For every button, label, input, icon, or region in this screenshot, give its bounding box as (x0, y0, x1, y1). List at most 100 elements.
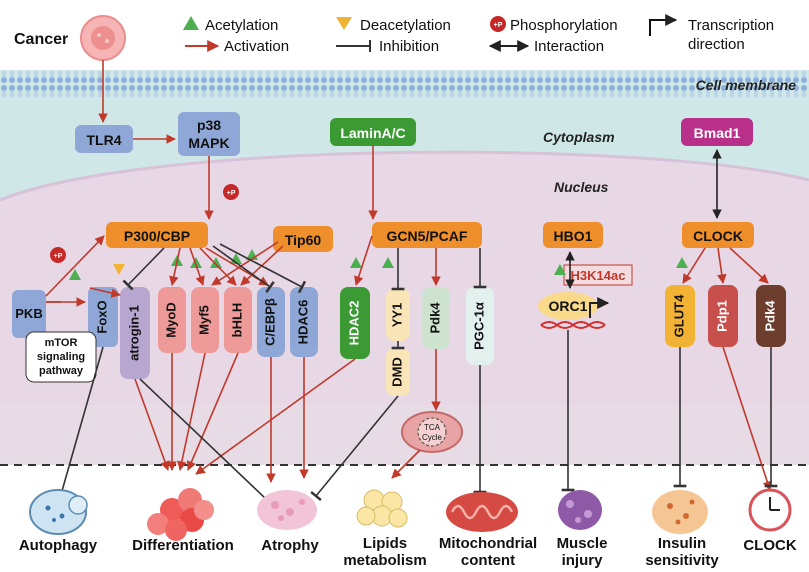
legend-phosphorylation: Phosphorylation (510, 17, 618, 34)
myod-text: MyoD (163, 302, 178, 337)
muscle-label-2: injury (562, 552, 603, 569)
autophagy-icon (29, 489, 88, 535)
inhibition-edges (53, 243, 778, 505)
yy1-node (386, 289, 410, 341)
mapk-text: MAPK (188, 135, 229, 151)
p300-cbp-node (106, 222, 208, 248)
gcn5-text: GCN5/PCAF (387, 228, 468, 244)
bmad1-text: Bmad1 (694, 125, 741, 141)
muscle-injury-icon (558, 490, 602, 530)
phospho-badge-pkb (50, 247, 66, 263)
glut4-text: GLUT4 (671, 294, 686, 337)
insulin-label-1: Insulin (658, 535, 706, 552)
mitochondria-icon (446, 492, 518, 532)
acetylation-icon (183, 16, 199, 30)
tlr4-node (75, 125, 133, 153)
tip60-text: Tip60 (285, 232, 322, 248)
pdk4-mid-node (422, 287, 450, 349)
cebpb-node (257, 287, 285, 357)
mito-label-2: content (461, 552, 515, 569)
atrophy-icon (257, 490, 317, 530)
yy1-text: YY1 (389, 303, 404, 328)
lamin-node (330, 118, 416, 146)
lipids-label-1: Lipids (363, 535, 407, 552)
hdac6-text: HDAC6 (295, 300, 310, 345)
mtor-pathway-box (25, 331, 97, 383)
bhlh-node (224, 287, 252, 353)
atrogin-node (120, 287, 150, 379)
transcription-direction-icon (649, 14, 678, 36)
glut4-node (665, 285, 695, 347)
tca-text: TCA (424, 423, 441, 432)
clock-node (682, 222, 754, 248)
myod-node (158, 287, 186, 353)
pdk4-right-text: Pdk4 (762, 300, 777, 332)
legend-activation: Activation (224, 38, 289, 55)
pgc1a-text: PGC-1α (471, 302, 486, 350)
p38-mapk-node (178, 112, 240, 156)
clock-label: CLOCK (743, 537, 796, 554)
legend-interaction: Interaction (534, 38, 604, 55)
legend: Acetylation Deacetylation +P Phosphoryla… (183, 14, 774, 55)
orc1-text: ORC1 (549, 298, 588, 314)
mtor-line1: mTOR (45, 337, 78, 349)
svg-text:+P: +P (54, 253, 63, 260)
legend-deacetylation: Deacetylation (360, 17, 451, 34)
myf5-node (191, 287, 219, 353)
tlr4-text: TLR4 (87, 132, 122, 148)
deacetylation-icon (336, 17, 352, 30)
autophagy-label: Autophagy (19, 537, 98, 554)
p300-text: P300/CBP (124, 228, 190, 244)
interaction-edges (565, 149, 722, 289)
legend-direction: direction (688, 36, 745, 53)
clock-text: CLOCK (693, 228, 743, 244)
pgc1a-node (466, 287, 494, 365)
insulin-label-2: sensitivity (645, 552, 719, 569)
deacetylation-mark (113, 264, 125, 275)
pdp1-text: Pdp1 (714, 300, 729, 332)
differentiation-label: Differentiation (132, 537, 234, 554)
legend-acetylation: Acetylation (205, 17, 278, 34)
pkb-text: PKB (15, 306, 42, 321)
atrogin-text: atrogin-1 (126, 305, 141, 361)
legend-inhibition: Inhibition (379, 38, 439, 55)
transcription-start-icon (589, 297, 610, 318)
cebpb-text: C/EBPβ (262, 298, 277, 346)
phospho-symbol: +P (494, 22, 503, 29)
hdac2-text: HDAC2 (346, 301, 361, 346)
foxo-text: FoxO (94, 300, 109, 333)
lipids-icon (356, 489, 408, 528)
pdk4-mid-text: Pdk4 (427, 302, 442, 334)
p38-text: p38 (197, 117, 221, 133)
hdac6-node (290, 287, 318, 357)
gcn5-pcaf-node (372, 222, 482, 248)
legend-transcription: Transcription (688, 17, 774, 34)
mito-label-1: Mitochondrial (439, 535, 537, 552)
svg-text:+P: +P (227, 190, 236, 197)
h3k14ac-text: H3K14ac (571, 268, 626, 283)
pdk4-right-node (756, 285, 786, 347)
tip60-node (273, 226, 333, 252)
bmad1-node (681, 118, 753, 146)
mtor-line2: signaling (37, 351, 85, 363)
mtor-line3: pathway (39, 365, 84, 377)
bhlh-text: bHLH (229, 303, 244, 338)
cell-membrane-label: Cell membrane (696, 77, 797, 93)
phosphorylation-icon (490, 16, 506, 32)
hbo1-node (543, 222, 603, 248)
insulin-sensitivity-icon (652, 490, 708, 534)
activation-edges (45, 60, 772, 491)
lipids-label-2: metabolism (343, 552, 426, 569)
pdp1-node (708, 285, 738, 347)
phospho-badge-p38 (223, 184, 239, 200)
muscle-label-1: Muscle (557, 535, 608, 552)
pkb-node (12, 290, 46, 338)
cytoplasm-label: Cytoplasm (543, 129, 615, 145)
cancer-label: Cancer (14, 31, 68, 48)
hdac2-node (340, 287, 370, 359)
hbo1-text: HBO1 (554, 228, 593, 244)
cycle-text: Cycle (422, 433, 443, 442)
cancer-cell-icon (80, 15, 126, 61)
